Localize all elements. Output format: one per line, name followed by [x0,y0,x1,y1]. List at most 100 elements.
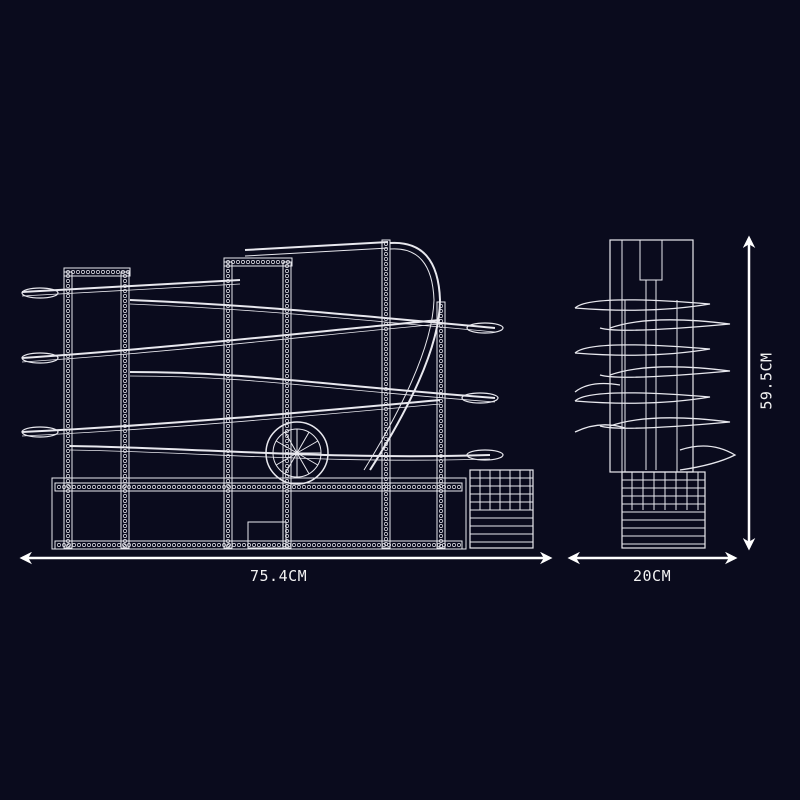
beam [223,257,293,267]
beam-hole [384,397,388,401]
beam-hole [167,485,171,489]
beam-hole [57,543,61,547]
beam-hole [226,260,230,264]
beam-hole [66,449,70,453]
beam-hole [192,543,196,547]
beam-hole [285,294,289,298]
beam-hole [123,369,127,373]
beam-hole [66,309,70,313]
beam-hole [76,270,80,274]
beam-hole [66,469,70,473]
beam-hole [123,354,127,358]
beam-hole [285,354,289,358]
beam-hole [66,299,70,303]
beam-hole [439,404,443,408]
beam-hole [123,544,127,548]
width-dimension-label: 75.4CM [250,567,308,585]
beam-hole [226,519,230,523]
beam-hole [66,334,70,338]
beam-hole [66,544,70,548]
beam-hole [439,344,443,348]
beam-hole [285,394,289,398]
beam-hole [226,529,230,533]
beam-hole [67,543,71,547]
beam-hole [81,270,85,274]
beam [381,239,391,549]
beam-hole [271,260,275,264]
beam-hole [66,524,70,528]
beam-hole [162,543,166,547]
beam-hole [384,342,388,346]
beam-hole [123,384,127,388]
beam-hole [437,485,441,489]
beam-hole [384,297,388,301]
beam-hole [226,444,230,448]
beam-hole [82,543,86,547]
beam-hole [92,485,96,489]
beam-hole [285,284,289,288]
beam-hole [285,299,289,303]
beam-hole [226,309,230,313]
beam-hole [427,543,431,547]
beam-hole [384,267,388,271]
marble-track [69,445,491,458]
beam-hole [226,364,230,368]
beam-hole [157,485,161,489]
beam-hole [123,474,127,478]
beam-hole [302,543,306,547]
beam-hole [123,464,127,468]
beam-hole [226,359,230,363]
beam-hole [285,459,289,463]
beam-hole [222,543,226,547]
beam-hole [384,337,388,341]
beam-hole [66,444,70,448]
spiral-track [574,424,626,433]
beam-hole [285,404,289,408]
beam-hole [285,409,289,413]
beam-hole [182,485,186,489]
beam-hole [122,485,126,489]
beam-hole [439,504,443,508]
beam-hole [123,389,127,393]
beam-hole [367,485,371,489]
wheel-spoke [275,452,298,466]
beam-hole [66,379,70,383]
beam-hole [123,374,127,378]
track-turn [466,449,504,461]
beam-hole [439,524,443,528]
beam-hole [207,485,211,489]
beam-hole [439,464,443,468]
wheel-spoke [296,452,310,475]
beam-hole [226,434,230,438]
beam-hole [384,457,388,461]
marble-track [21,399,441,433]
beam-hole [384,472,388,476]
beam-hole [261,260,265,264]
beam-hole [382,543,386,547]
beam-hole [285,384,289,388]
beam-hole [226,469,230,473]
beam-hole [432,485,436,489]
beam-hole [217,485,221,489]
beam-hole [439,474,443,478]
beam [63,267,131,277]
beam-hole [384,392,388,396]
beam-hole [285,534,289,538]
beam-hole [86,270,90,274]
beam-hole [226,354,230,358]
beam-hole [112,543,116,547]
beam-hole [247,543,251,547]
beam-hole [285,494,289,498]
beam-hole [123,304,127,308]
beam-hole [317,485,321,489]
beam-hole [112,485,116,489]
beam-hole [122,543,126,547]
beam-hole [384,512,388,516]
beam-hole [384,282,388,286]
beam-hole [307,485,311,489]
beam-hole [285,439,289,443]
beam-hole [157,543,161,547]
beam-hole [384,462,388,466]
beam-hole [439,459,443,463]
beam-hole [437,543,441,547]
